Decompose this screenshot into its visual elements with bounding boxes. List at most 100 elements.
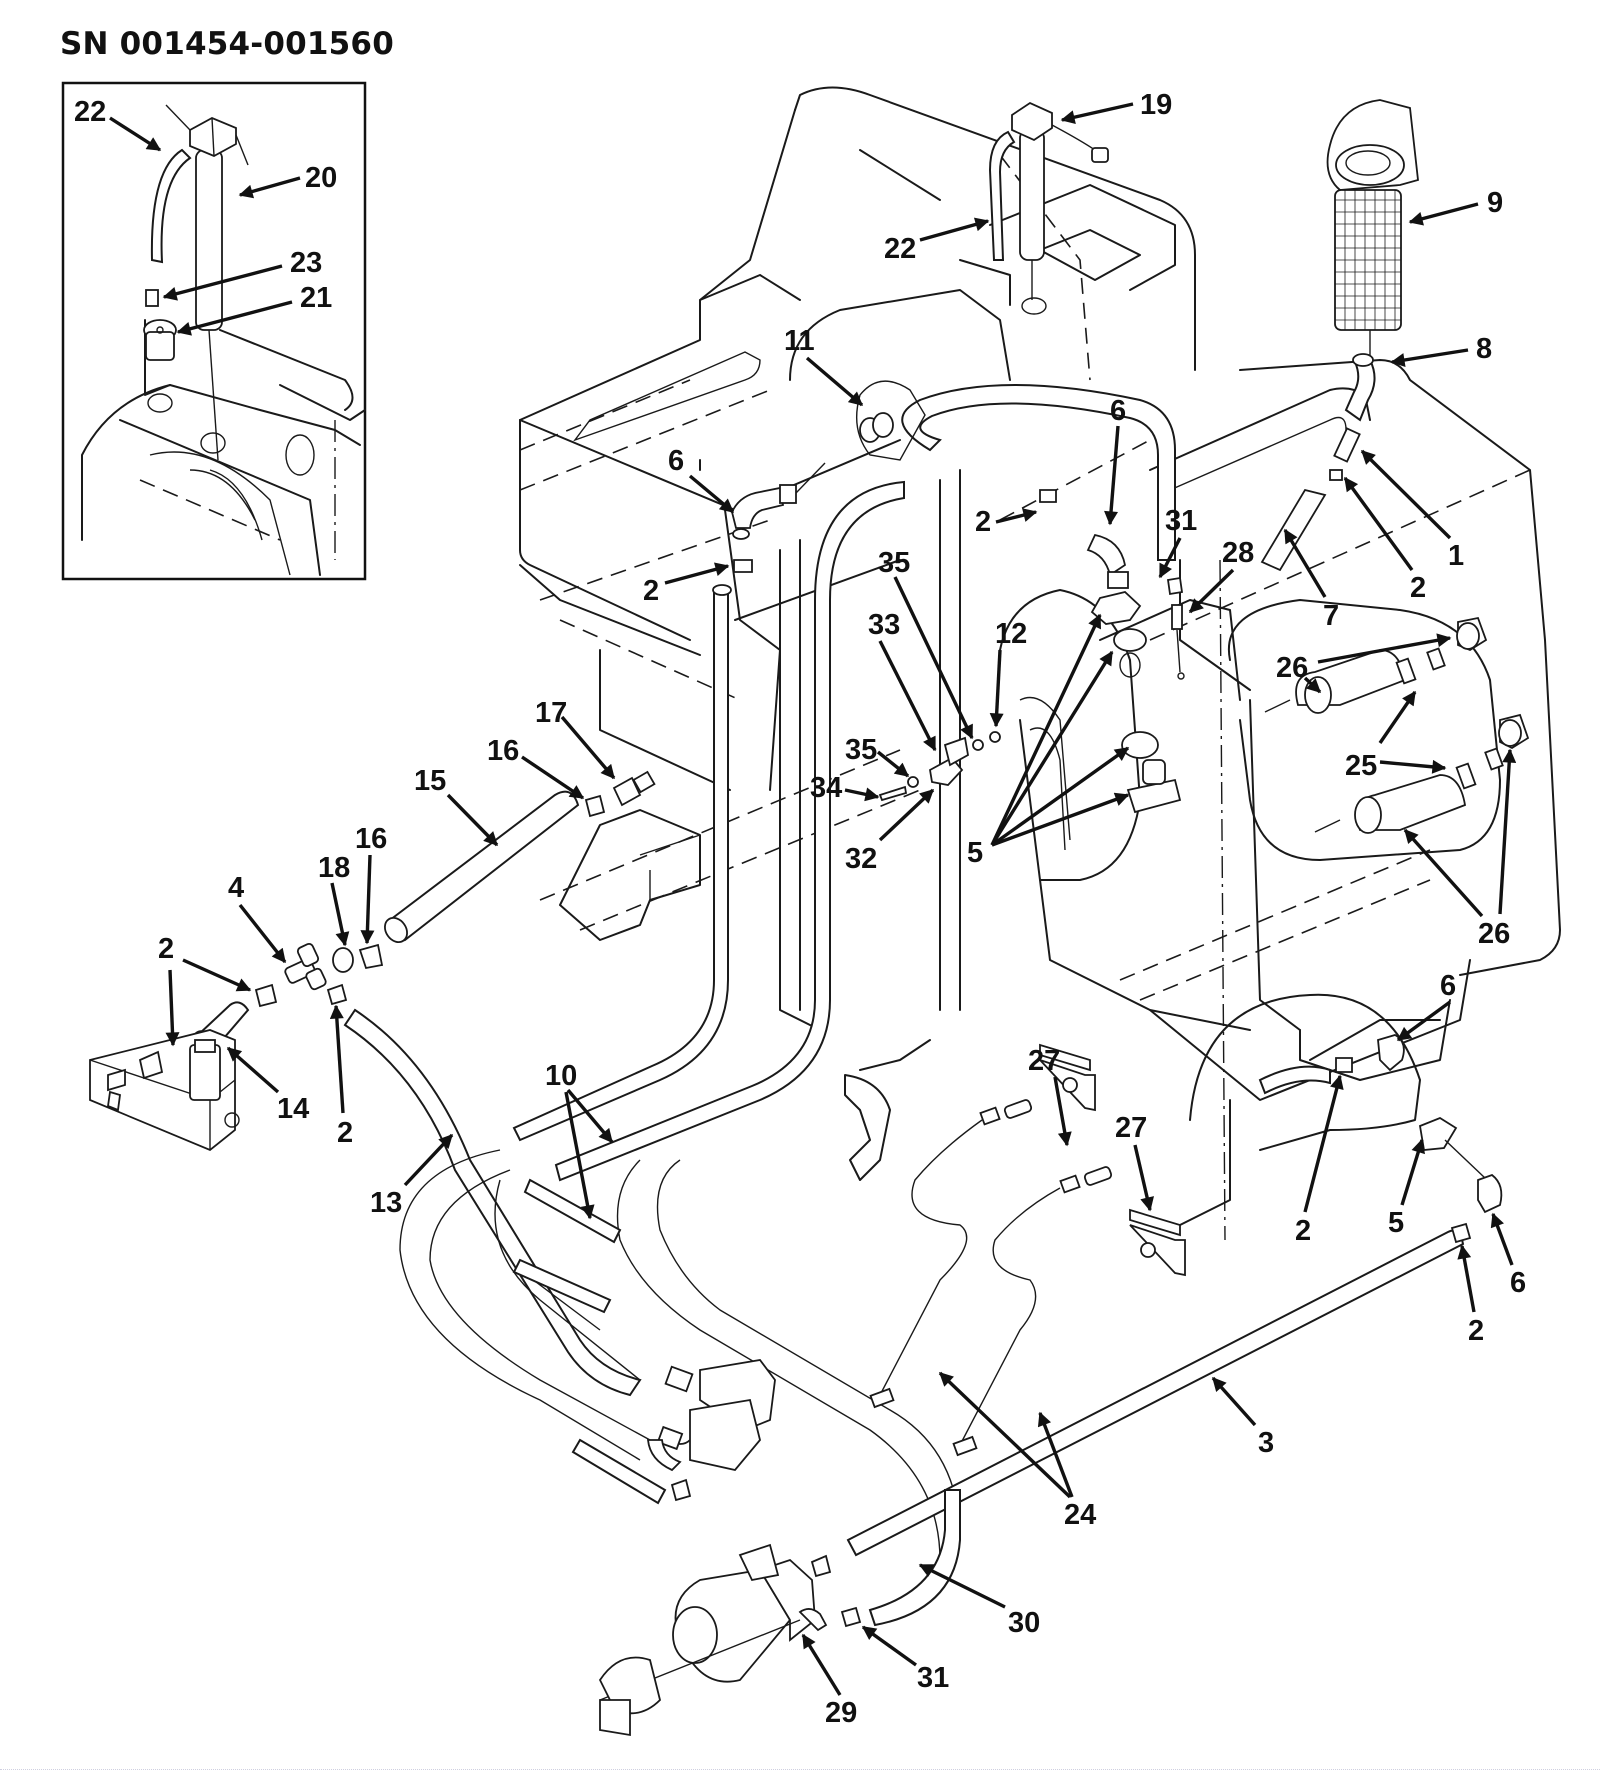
arrow-12: [989, 649, 1004, 728]
part-5-nut: [1090, 591, 1142, 625]
callout-27-lower: 27: [1115, 1112, 1147, 1144]
callout-2-lower-left: 2: [337, 1117, 353, 1149]
arrow-22: [919, 217, 990, 242]
arrow-25-a: [1378, 690, 1417, 744]
arrow-26-upper-a: [1317, 633, 1452, 664]
part-19-sender: [1011, 101, 1109, 315]
callout-6-lower: 6: [1510, 1267, 1526, 1299]
hose-10-right: [554, 480, 905, 1182]
pump-assembly: [598, 1478, 862, 1737]
callout-9: 9: [1487, 187, 1503, 219]
hose-to-valve-lower: [512, 1258, 612, 1314]
callout-2-right-lower: 2: [1295, 1215, 1311, 1247]
part-5-seal: [1121, 731, 1159, 759]
callouts: 19 9 22 8 11 6 2 6 2 31 28 1 2 7 35 33 1: [158, 89, 1526, 1729]
part-24-harness-upper: [869, 1099, 1033, 1409]
arrow-20-inset: [238, 176, 301, 199]
arrow-6-lower: [1490, 1212, 1514, 1266]
part-2-clamp-left: [733, 559, 753, 573]
part-16-clamp-upper: [584, 794, 606, 818]
page-bottom-rule: [0, 1769, 1600, 1771]
part-28-fitting: [1171, 604, 1183, 630]
callout-20-inset: 20: [305, 162, 337, 194]
part-5-washer: [1113, 628, 1147, 652]
arrow-24-a: [938, 1371, 1072, 1499]
detail-inset: 22 20 23 21: [61, 81, 367, 581]
callout-22: 22: [884, 233, 916, 265]
part-6-elbow-middle: [1086, 533, 1129, 589]
callout-11: 11: [784, 325, 815, 357]
arrow-21-inset: [176, 300, 293, 336]
inset-frame: [61, 81, 367, 581]
arrow-30: [918, 1563, 1006, 1609]
part-27-bracket-upper: [1039, 1043, 1096, 1112]
callout-8: 8: [1476, 333, 1492, 365]
callout-10: 10: [545, 1060, 577, 1092]
part-2-clamp-top: [1329, 469, 1343, 481]
arrow-2-upper-left: [664, 562, 730, 585]
callout-25: 25: [1345, 750, 1377, 782]
callout-27-upper: 27: [1028, 1045, 1060, 1077]
arrow-16-upper: [521, 755, 585, 800]
arrow-6-upper-left: [688, 474, 735, 514]
inset-tank-outline: [81, 319, 366, 576]
hose-15: [388, 790, 580, 942]
arrow-26-upper-b: [1303, 676, 1322, 694]
part-12-nut: [989, 731, 1001, 743]
part-31-clamp: [1166, 576, 1184, 596]
tank-body-line-art: [519, 86, 1561, 1241]
callout-26-upper: 26: [1276, 652, 1308, 684]
arrow-31-lower: [861, 1625, 917, 1667]
callout-31-upper: 31: [1165, 505, 1197, 537]
arrow-3: [1211, 1376, 1257, 1427]
part-8-inlet-elbow: [1344, 358, 1376, 422]
arrow-35-lower: [876, 750, 910, 778]
callout-18: 18: [318, 852, 350, 884]
callout-32: 32: [845, 843, 877, 875]
callout-34: 34: [810, 772, 842, 804]
parts: [89, 99, 1530, 1737]
callout-29: 29: [825, 1697, 857, 1729]
arrow-2-left-a: [182, 958, 252, 992]
callout-1: 1: [1448, 540, 1464, 572]
callout-31-lower: 31: [917, 1662, 949, 1694]
callout-3: 3: [1258, 1427, 1274, 1459]
part-6-elbow-lower: [1477, 1173, 1503, 1214]
arrow-28: [1188, 568, 1235, 614]
arrow-27-lower: [1133, 1144, 1154, 1212]
part-2-clamp-middle: [1039, 489, 1057, 503]
callout-30: 30: [1008, 1607, 1040, 1639]
serial-number-title: SN 001454-001560: [60, 26, 394, 62]
part-22-vent-hose: [988, 130, 1016, 261]
inset-part-21-grommet: [143, 319, 177, 361]
arrow-22-inset: [109, 116, 162, 152]
part-24-harness-lower: [952, 1166, 1113, 1457]
arrow-16-lower: [360, 854, 375, 945]
arrow-10-b: [564, 1091, 595, 1220]
part-2-clamp-a: [254, 983, 278, 1008]
callout-21-inset: 21: [300, 282, 332, 314]
part-11-bulkhead: [855, 380, 926, 461]
callout-6-upper-left: 6: [668, 445, 684, 477]
arrow-31-upper: [1158, 537, 1182, 579]
arrows-5-upper: [990, 613, 1130, 847]
arrow-15: [446, 793, 499, 847]
arrow-19: [1060, 102, 1134, 125]
arrow-25-b: [1379, 759, 1447, 774]
part-27-bracket-lower: [1129, 1208, 1186, 1277]
arrow-35-upper: [893, 576, 974, 740]
callout-7: 7: [1323, 600, 1339, 632]
part-6-elbow-left: [731, 462, 826, 540]
arrow-2-lower-left: [329, 1004, 345, 1114]
part-16-clamp-lower: [358, 943, 384, 970]
part-17-fitting: [612, 776, 642, 807]
arrow-13: [403, 1133, 454, 1187]
callout-12: 12: [995, 618, 1027, 650]
part-34-screw: [878, 785, 908, 802]
part-29-elbow: [798, 1608, 828, 1632]
drain-hose: [1258, 1065, 1331, 1095]
arrow-26-lower-a: [1403, 828, 1484, 918]
callout-33: 33: [868, 609, 900, 641]
callout-17: 17: [535, 697, 567, 729]
